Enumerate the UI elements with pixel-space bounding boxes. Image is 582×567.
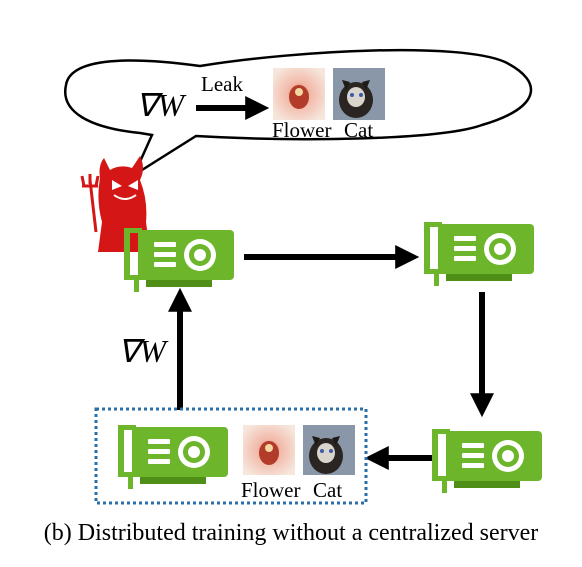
- bubble-gradient-label: ∇W: [136, 87, 185, 123]
- victim-cat-image: [303, 425, 355, 475]
- gpu-card-icon: [432, 429, 542, 493]
- victim-flower-label: Flower: [241, 478, 301, 502]
- bubble-cat-label: Cat: [344, 118, 374, 142]
- gpu-card-icon: [118, 425, 228, 489]
- gpu-card-icon: [424, 222, 534, 286]
- victim-flower-image: [243, 425, 295, 475]
- gpu-card-icon: [124, 228, 234, 292]
- bubble-flower-label: Flower: [272, 118, 332, 142]
- leak-label: Leak: [201, 72, 243, 96]
- bubble-flower-image: [273, 68, 325, 120]
- victim-node-box: [94, 407, 368, 505]
- bubble-cat-image: [333, 68, 385, 120]
- victim-cat-label: Cat: [313, 478, 343, 502]
- figure-caption: (b) Distributed training without a centr…: [43, 520, 539, 546]
- victim-gradient-label: ∇W: [118, 333, 167, 369]
